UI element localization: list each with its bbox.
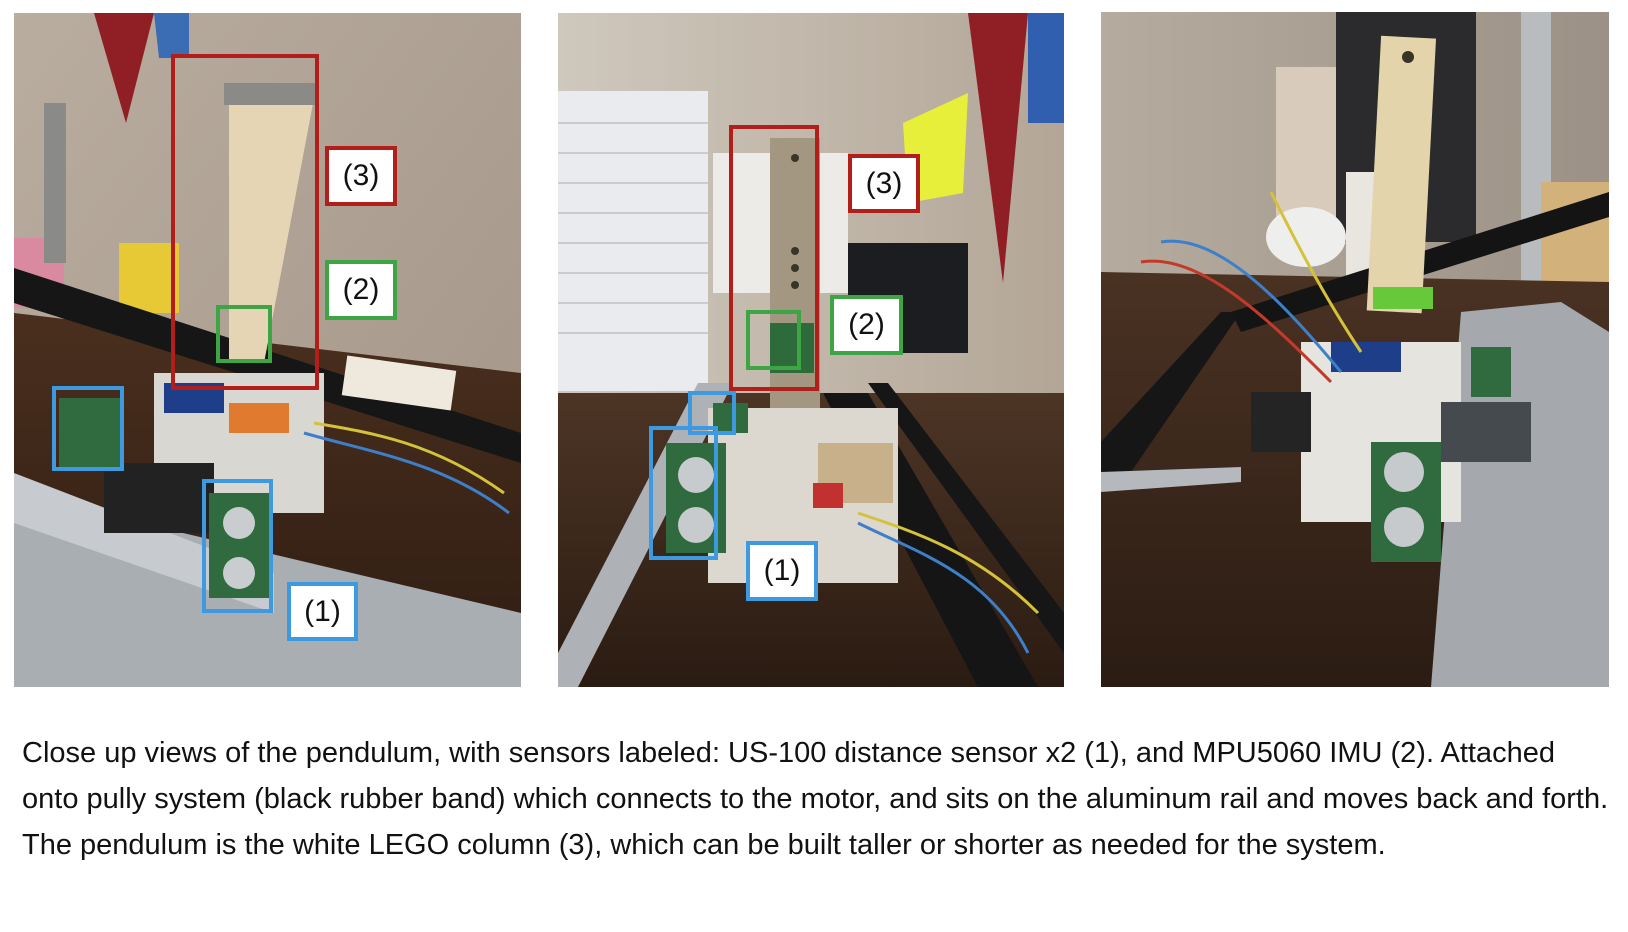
photo-front-view: (3) (2) (1) (558, 13, 1064, 687)
pendulum-label: (3) (848, 154, 920, 213)
pendulum-highlight-box (729, 125, 819, 391)
figure-caption: Close up views of the pendulum, with sen… (22, 737, 1609, 861)
photo-rear-scene (1101, 12, 1609, 687)
imu-highlight-box (746, 310, 801, 370)
distance-sensor-highlight-box (52, 386, 124, 471)
distance-sensor-label: (1) (746, 541, 818, 601)
imu-highlight-box (216, 305, 272, 363)
distance-sensor-label: (1) (287, 582, 358, 641)
distance-sensor-highlight-box (649, 426, 718, 560)
distance-sensor-highlight-box (688, 391, 736, 435)
pendulum-highlight-box (171, 54, 319, 390)
distance-sensor-highlight-box (202, 479, 273, 613)
photo-rear-angle-view (1101, 12, 1609, 687)
photo-left-angle-view: (3) (2) (1) (14, 13, 521, 687)
imu-label: (2) (325, 260, 397, 320)
photo-left-scene (14, 13, 521, 687)
imu-label: (2) (830, 295, 903, 355)
pendulum-label: (3) (325, 146, 397, 206)
